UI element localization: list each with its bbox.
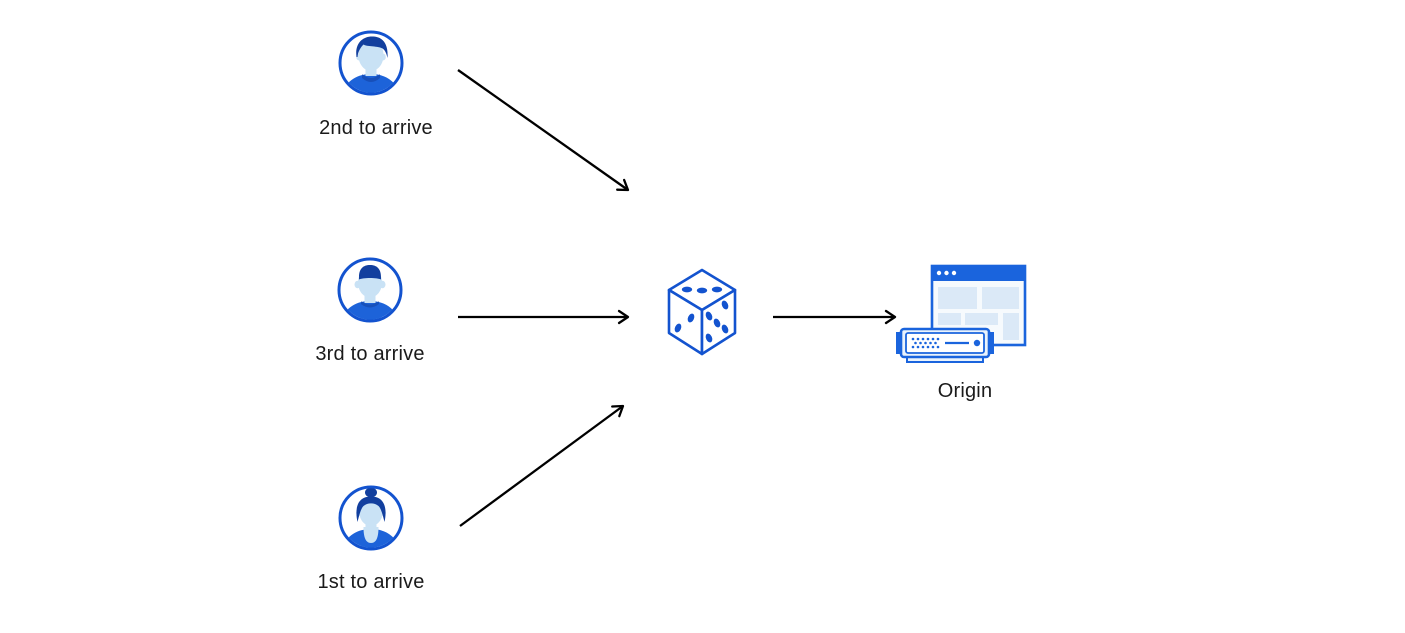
dice-icon xyxy=(667,268,737,356)
origin-browser-server-icon xyxy=(896,264,1027,363)
actor-2nd-label: 2nd to arrive xyxy=(319,117,433,139)
user-avatar-man-side-part-icon xyxy=(338,30,404,96)
arrow-1st-to-dice xyxy=(459,404,625,527)
actor-3rd-label: 3rd to arrive xyxy=(315,343,425,365)
actor-1st-to-arrive xyxy=(337,484,405,557)
actor-2nd-to-arrive xyxy=(337,29,405,102)
actor-3rd-to-arrive xyxy=(336,256,404,329)
arrow-2nd-to-dice xyxy=(457,69,630,192)
user-avatar-woman-bun-icon xyxy=(338,485,404,551)
origin xyxy=(893,260,1033,371)
randomizer xyxy=(665,267,739,362)
user-avatar-man-flat-top-icon xyxy=(337,257,403,323)
origin-label: Origin xyxy=(937,380,993,402)
actor-1st-label: 1st to arrive xyxy=(317,571,425,593)
